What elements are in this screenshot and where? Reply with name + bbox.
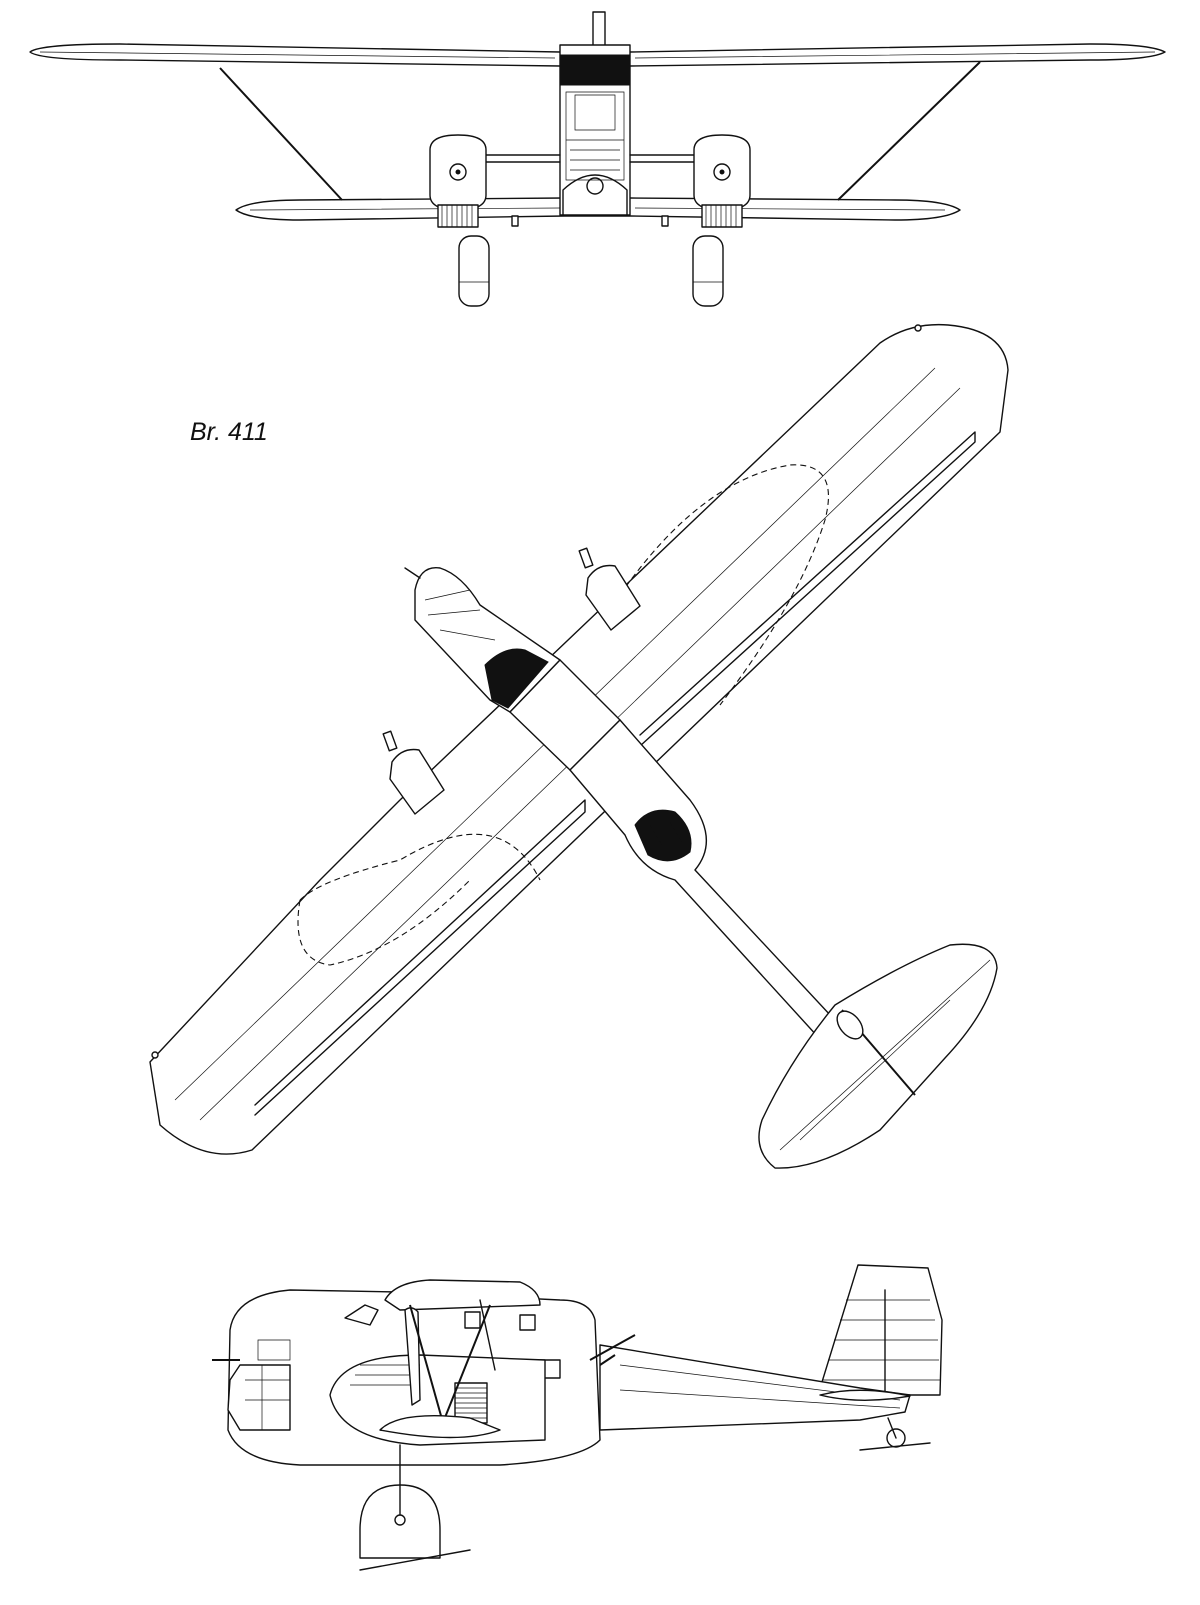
side-view xyxy=(212,1264,943,1571)
side-propeller xyxy=(404,1307,421,1406)
front-nose-gun-ring xyxy=(586,177,604,195)
front-nose-dome xyxy=(562,174,628,216)
front-view xyxy=(29,11,1166,307)
side-strut-a xyxy=(409,1304,446,1431)
side-stabilizer xyxy=(819,1389,911,1401)
top-rear-turret-black xyxy=(634,809,692,862)
side-dorsal-gun xyxy=(589,1334,636,1366)
side-tail-fin xyxy=(817,1264,943,1396)
top-view xyxy=(149,323,1009,1169)
front-strut-left xyxy=(219,67,343,201)
side-canopy xyxy=(384,1279,541,1311)
top-engine-left xyxy=(389,748,445,815)
top-wing-tank-right xyxy=(619,464,829,706)
top-wing-tank-left xyxy=(297,833,541,966)
front-cockpit-black xyxy=(559,54,631,86)
side-ground-line xyxy=(359,1549,471,1571)
side-strut-b xyxy=(439,1304,491,1431)
front-tail-fin xyxy=(592,11,606,49)
side-lower-wing xyxy=(379,1415,501,1439)
top-wing-aileron-right xyxy=(639,431,976,747)
top-cockpit-black xyxy=(484,648,549,709)
top-horizontal-tail xyxy=(758,943,998,1169)
top-engine-right xyxy=(585,564,641,631)
aircraft-designation-label: Br. 411 xyxy=(190,418,268,446)
front-wheel-right xyxy=(692,235,724,307)
front-strut-right xyxy=(837,61,981,201)
side-nose-glazing xyxy=(227,1364,291,1431)
top-wing-aileron-left xyxy=(254,799,586,1116)
front-wheel-left xyxy=(458,235,490,307)
